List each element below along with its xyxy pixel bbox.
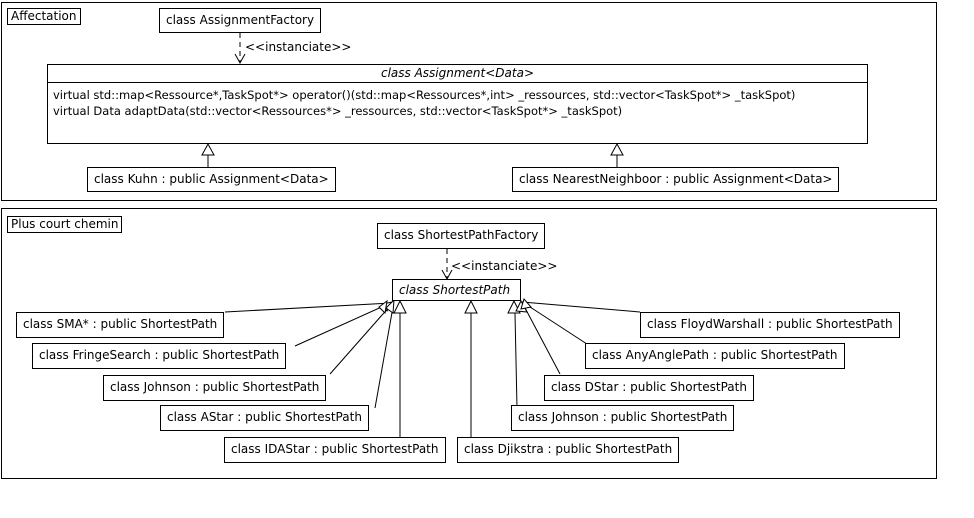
fringe-search-class[interactable]: class FringeSearch : public ShortestPath <box>32 343 287 369</box>
assignment-class-title: class Assignment<Data> <box>48 65 867 83</box>
assignment-method-adaptdata: virtual Data adaptData(std::vector<Resso… <box>53 104 623 118</box>
kuhn-class[interactable]: class Kuhn : public Assignment<Data> <box>87 167 336 192</box>
instanciate-stereotype-affectation: <<instanciate>> <box>245 40 352 54</box>
assignment-class[interactable]: class Assignment<Data> virtual std::map<… <box>47 64 868 144</box>
floyd-warshall-class[interactable]: class FloydWarshall : public ShortestPat… <box>640 312 900 338</box>
astar-class[interactable]: class AStar : public ShortestPath <box>160 405 369 431</box>
djikstra-class[interactable]: class Djikstra : public ShortestPath <box>457 437 680 463</box>
affectation-package <box>1 2 937 201</box>
generalization-kuhn-head <box>201 142 215 156</box>
generalization-nearest-head <box>610 142 624 156</box>
shortest-path-package-label: Plus court chemin <box>7 216 123 233</box>
shortest-path-factory-class[interactable]: class ShortestPathFactory <box>377 223 546 249</box>
shortest-path-base-class[interactable]: class ShortestPath <box>392 279 521 301</box>
any-angle-path-class[interactable]: class AnyAnglePath : public ShortestPath <box>585 343 845 369</box>
sma-star-class[interactable]: class SMA* : public ShortestPath <box>16 312 225 338</box>
assignment-method-operator: virtual std::map<Ressource*,TaskSpot*> o… <box>53 88 796 102</box>
assignment-class-methods: virtual std::map<Ressource*,TaskSpot*> o… <box>48 83 867 123</box>
johnson-class-left[interactable]: class Johnson : public ShortestPath <box>103 375 327 401</box>
shortest-path-package <box>1 208 937 479</box>
nearest-neighboor-class[interactable]: class NearestNeighboor : public Assignme… <box>512 167 840 192</box>
dstar-class[interactable]: class DStar : public ShortestPath <box>544 375 754 401</box>
affectation-package-label: Affectation <box>7 8 81 25</box>
assignment-factory-class[interactable]: class AssignmentFactory <box>159 8 322 33</box>
idastar-class[interactable]: class IDAStar : public ShortestPath <box>224 437 446 463</box>
johnson-class-right[interactable]: class Johnson : public ShortestPath <box>511 405 735 431</box>
instanciate-stereotype-shortest: <<instanciate>> <box>451 259 558 273</box>
